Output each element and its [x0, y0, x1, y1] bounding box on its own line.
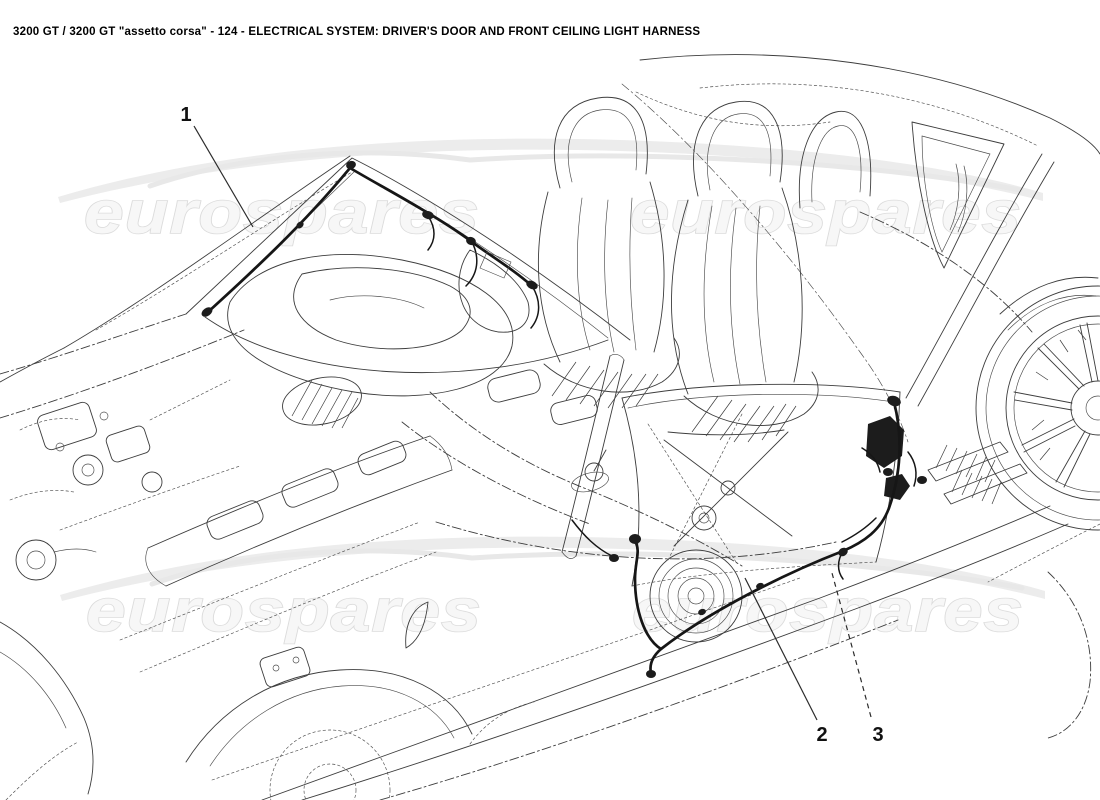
gear-knob: [584, 462, 604, 482]
dash-vent: [282, 376, 362, 426]
door-lock-actuator: [866, 416, 904, 468]
watermark-band-top: eurospares eurospares: [58, 138, 1043, 247]
callout-3: 3: [831, 572, 884, 746]
watermark-text: eurospares: [630, 179, 1022, 246]
rear-wheel: [975, 276, 1100, 739]
watermark-text: eurospares: [84, 179, 480, 246]
front-wheel-arch: [0, 601, 535, 800]
rear-deck: [635, 54, 1100, 407]
watermark-swoosh-line: [147, 150, 1023, 193]
door-harness: [571, 395, 901, 678]
callout-3-leader: [831, 572, 872, 718]
dashboard: [227, 254, 598, 429]
chassis-parts: [9, 379, 453, 673]
watermark-text: eurospares: [632, 577, 1024, 644]
roll-hoop: [798, 110, 872, 209]
callout-2-number: 2: [816, 724, 827, 746]
wheel-spokes: [1013, 322, 1099, 488]
seats: [537, 96, 872, 443]
seat-cushion-hatch: [551, 361, 659, 409]
windshield-frame: [0, 155, 631, 419]
watermark-band-bottom: eurospares eurospares: [60, 536, 1045, 645]
seat-cushion-hatch: [691, 395, 797, 443]
callout-1-number: 1: [180, 104, 191, 126]
callout-1-leader: [193, 125, 254, 228]
callout-3-number: 3: [872, 724, 883, 746]
centre-console: [401, 391, 743, 567]
watermark-layer: eurospares eurospares eurospares eurospa…: [58, 138, 1045, 645]
ceiling-light-harness: [201, 160, 540, 333]
watermark-text: eurospares: [86, 577, 482, 644]
page-title: 3200 GT / 3200 GT "assetto corsa" - 124 …: [13, 26, 701, 38]
door-speaker: [649, 549, 743, 643]
vent-slats: [291, 379, 359, 429]
door-panel: [621, 383, 1028, 643]
car-line-art: [0, 54, 1100, 800]
window-regulator: [663, 431, 793, 547]
callout-1: 1: [180, 104, 254, 228]
watermark-swoosh-line: [149, 548, 1025, 591]
callout-2: 2: [744, 577, 828, 746]
callouts: 1 2 3: [180, 104, 883, 746]
callout-2-leader: [744, 577, 818, 721]
